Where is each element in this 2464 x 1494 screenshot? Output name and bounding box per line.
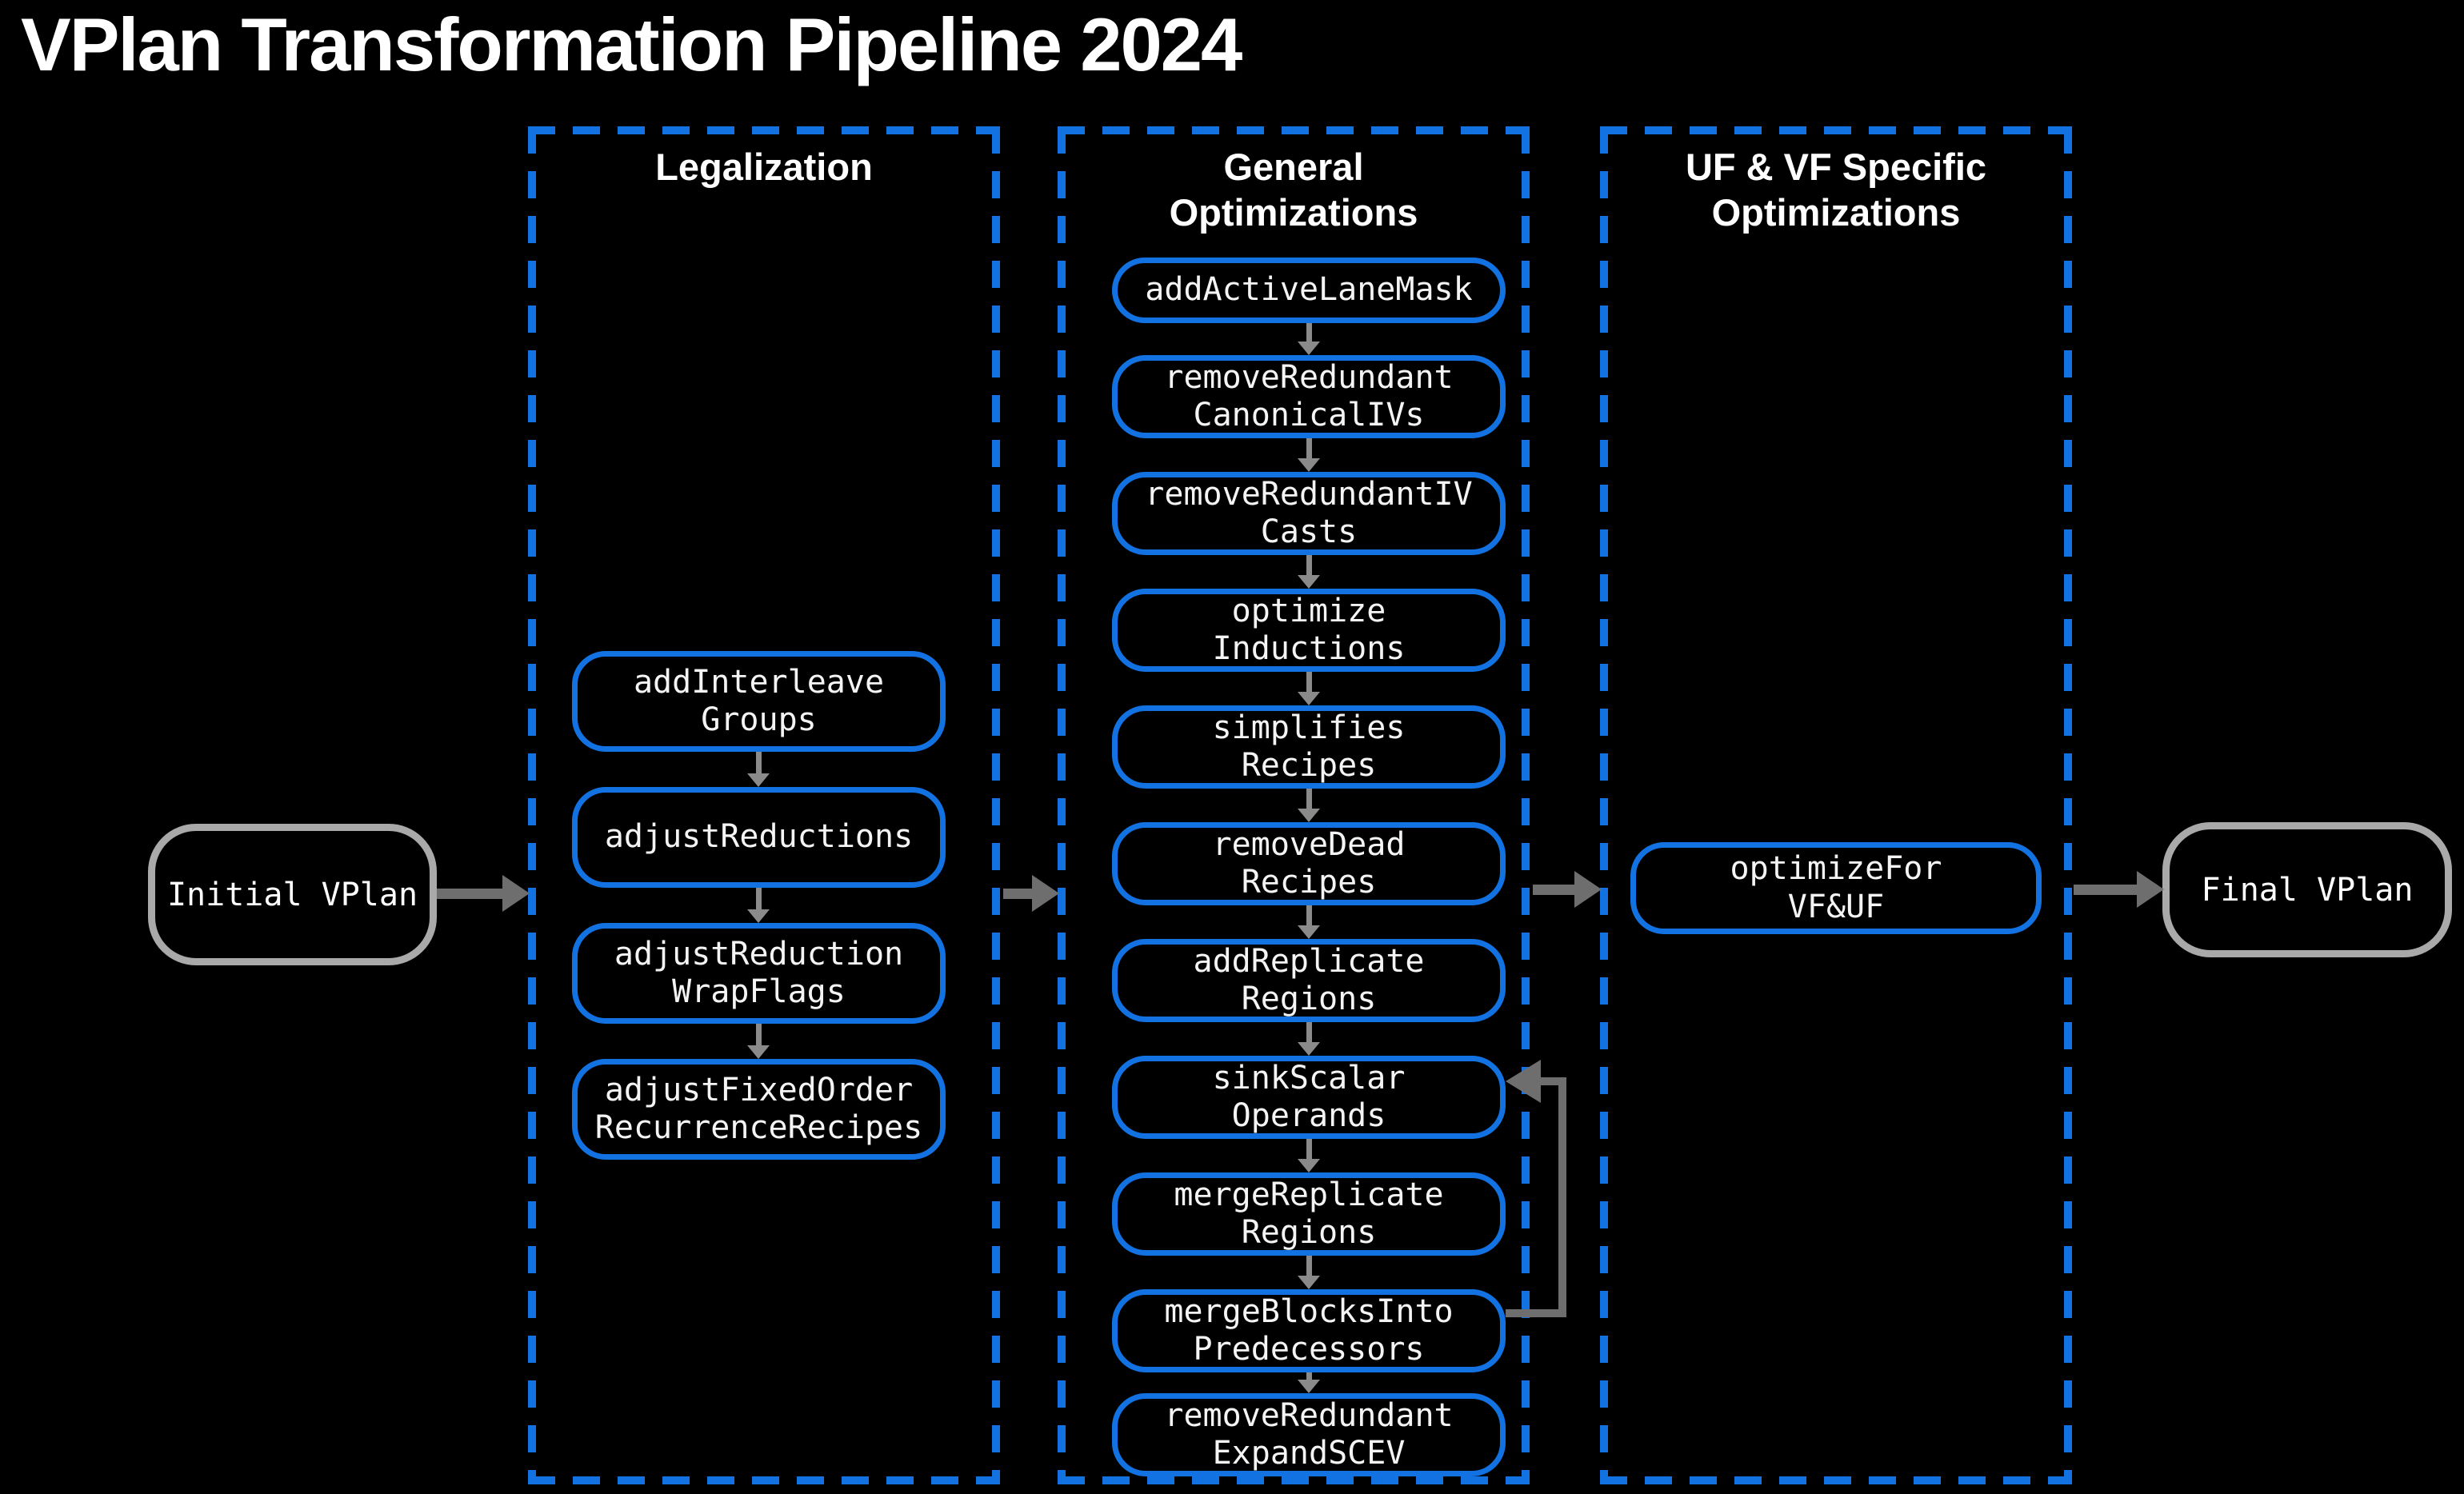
loop-arrow-top-segment [1539, 1077, 1566, 1085]
node-add-replicate-regions: addReplicate Regions [1112, 939, 1506, 1022]
flow-arrow-legalization-to-general [1003, 875, 1059, 912]
node-adjust-fixed-order-recurrence-recipes: adjustFixedOrder RecurrenceRecipes [572, 1059, 946, 1160]
node-remove-redundant-canonical-ivs: removeRedundant CanonicalIVs [1112, 355, 1506, 438]
node-merge-replicate-regions: mergeReplicate Regions [1112, 1172, 1506, 1256]
node-sink-scalar-operands: sinkScalar Operands [1112, 1056, 1506, 1139]
stage-uf-vf-specific-optimizations: UF & VF Specific Optimizations [1600, 126, 2072, 1484]
flow-arrow-initial-to-legalization [437, 875, 530, 912]
stage-uf-vf-heading: UF & VF Specific Optimizations [1685, 146, 1987, 234]
arrow-down-icon [1296, 1139, 1322, 1172]
node-optimize-for-vf-uf: optimizeFor VF&UF [1630, 842, 2042, 934]
loop-arrow-vertical-segment [1558, 1077, 1566, 1317]
arrow-down-icon [746, 1024, 771, 1059]
arrow-down-icon [1296, 672, 1322, 705]
arrow-down-icon [746, 752, 771, 787]
node-final-vplan: Final VPlan [2162, 822, 2452, 957]
stage-general-optimizations-heading: General Optimizations [1169, 146, 1418, 234]
node-adjust-reduction-wrap-flags: adjustReduction WrapFlags [572, 923, 946, 1024]
flow-arrow-ufvf-to-final [2074, 871, 2164, 908]
flow-arrow-general-to-ufvf [1533, 871, 1602, 908]
node-simplifies-recipes: simplifies Recipes [1112, 705, 1506, 789]
arrow-down-icon [1296, 1372, 1322, 1393]
stage-legalization-heading: Legalization [655, 146, 873, 188]
stage-general-optimizations: General Optimizations [1058, 126, 1530, 1484]
node-merge-blocks-into-predecessors: mergeBlocksInto Predecessors [1112, 1289, 1506, 1372]
arrow-down-icon [1296, 1256, 1322, 1289]
node-remove-redundant-expand-scev: removeRedundant ExpandSCEV [1112, 1393, 1506, 1476]
arrow-down-icon [1296, 789, 1322, 822]
loop-arrow-bottom-segment [1506, 1309, 1566, 1317]
node-initial-vplan: Initial VPlan [148, 824, 437, 965]
arrow-down-icon [1296, 555, 1322, 589]
arrow-down-icon [1296, 438, 1322, 472]
node-add-active-lane-mask: addActiveLaneMask [1112, 258, 1506, 323]
arrow-down-icon [1296, 323, 1322, 355]
arrow-down-icon [1296, 905, 1322, 939]
node-optimize-inductions: optimize Inductions [1112, 589, 1506, 672]
arrow-down-icon [746, 888, 771, 923]
node-remove-dead-recipes: removeDead Recipes [1112, 822, 1506, 905]
page-title: VPlan Transformation Pipeline 2024 [21, 2, 1242, 86]
arrow-down-icon [1296, 1022, 1322, 1056]
node-adjust-reductions: adjustReductions [572, 787, 946, 888]
node-add-interleave-groups: addInterleave Groups [572, 651, 946, 752]
node-remove-redundant-iv-casts: removeRedundantIV Casts [1112, 472, 1506, 555]
loop-arrow-head-icon [1506, 1060, 1541, 1103]
